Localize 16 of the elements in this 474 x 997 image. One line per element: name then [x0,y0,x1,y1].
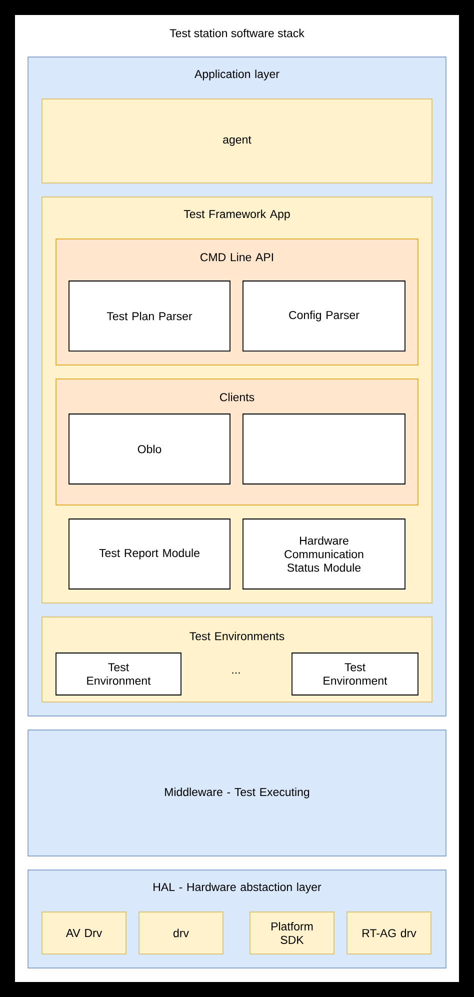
module-box: Test Environment [56,652,182,696]
component-box: Platform SDK [250,912,334,954]
module-box: Test Report Module [68,518,230,590]
module-box: Test Plan Parser [68,280,230,352]
component-box: drv [138,912,224,954]
component-box: AV Drv [42,912,126,954]
ellipsis: ... [232,672,240,674]
module-box: Config Parser [242,280,406,352]
component-box: agent [42,98,432,184]
module-box: Hardware Communication Status Module [242,518,406,590]
component-box: RT-AG drv [346,912,432,954]
module-box [242,414,406,484]
layer-box: Middleware - Test Executing [28,730,446,856]
module-box: Oblo [68,414,230,484]
module-box: Test Environment [292,652,418,696]
diagram-title: Test station software stack [170,28,304,38]
